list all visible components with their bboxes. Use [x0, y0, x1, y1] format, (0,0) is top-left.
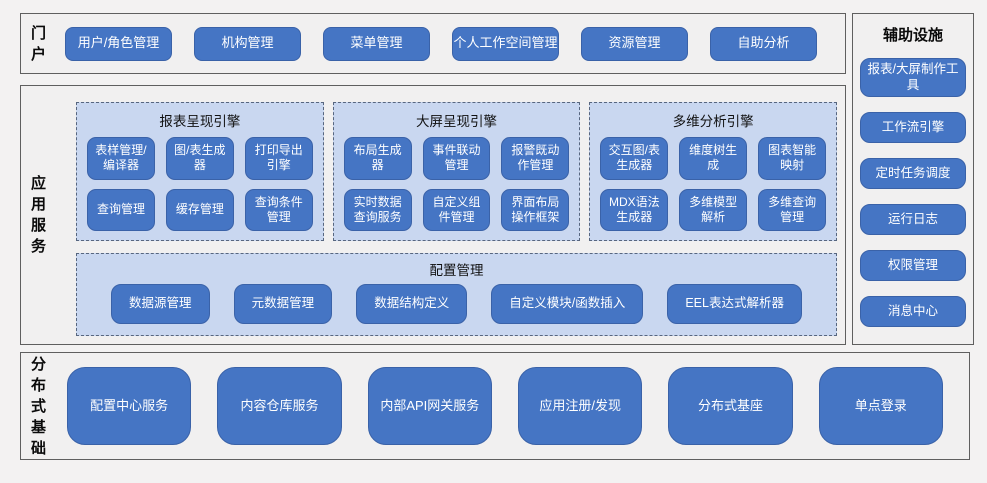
config-button-row: 数据源管理元数据管理数据结构定义自定义模块/函数插入 EEL表达式解析器	[111, 284, 802, 324]
portal-module-button[interactable]: 用户/角色管理	[65, 26, 172, 61]
config-module-button[interactable]: 数据源管理	[111, 284, 210, 324]
engine-row: 查询管理缓存管理查询条件管理	[87, 188, 313, 231]
config-module-button[interactable]: 数据结构定义	[356, 284, 468, 324]
engine-module-button[interactable]: 缓存管理	[165, 188, 234, 231]
portal-module-button[interactable]: 资源管理	[581, 26, 688, 61]
engine-module-button[interactable]: 界面布局操作框架	[501, 188, 570, 231]
app-services-content: 报表呈现引擎 表样管理/编译器图/表生成器打印导出引擎 查询管理缓存管理查询条件…	[76, 102, 838, 336]
engine-box-bigscreen: 大屏呈现引擎 布局生成器事件联动管理报警既动作管理 实时数据查询服务自定义组件管…	[332, 102, 581, 241]
engine-group-row: 报表呈现引擎 表样管理/编译器图/表生成器打印导出引擎 查询管理缓存管理查询条件…	[76, 102, 838, 241]
auxiliary-module-button[interactable]: 报表/大屏制作工具	[860, 58, 966, 98]
auxiliary-module-button[interactable]: 权限管理	[860, 250, 966, 282]
config-management-title: 配置管理	[429, 263, 484, 278]
config-module-button[interactable]: 元数据管理	[233, 284, 333, 324]
engine-row: 实时数据查询服务自定义组件管理界面布局操作框架	[343, 188, 570, 231]
engine-title: 大屏呈现引擎	[416, 114, 497, 129]
portal-module-button[interactable]: 机构管理	[194, 26, 301, 61]
engine-module-button[interactable]: 多维查询管理	[758, 188, 827, 231]
engine-module-button[interactable]: MDX语法生成器	[600, 188, 669, 231]
distributed-button-row: 配置中心服务内容仓库服务内部API网关服务应用注册/发现分布式基座单点登录	[49, 367, 969, 445]
engine-module-button[interactable]: 查询条件管理	[244, 188, 313, 231]
distributed-base-section-label: 分布式基础	[31, 355, 47, 457]
portal-module-button[interactable]: 个人工作空间管理	[452, 26, 559, 61]
auxiliary-module-button[interactable]: 定时任务调度	[860, 158, 966, 190]
engine-module-button[interactable]: 表样管理/编译器	[87, 137, 155, 180]
engine-module-button[interactable]: 布局生成器	[343, 137, 412, 180]
engine-box-report: 报表呈现引擎 表样管理/编译器图/表生成器打印导出引擎 查询管理缓存管理查询条件…	[76, 102, 324, 241]
engine-module-button[interactable]: 多维模型解析	[679, 188, 748, 231]
auxiliary-module-button[interactable]: 工作流引擎	[860, 112, 966, 144]
distributed-module-button[interactable]: 应用注册/发现	[517, 367, 643, 445]
engine-row: 表样管理/编译器图/表生成器打印导出引擎	[87, 137, 313, 180]
engine-title: 多维分析引擎	[672, 114, 754, 129]
engine-module-button[interactable]: 维度树生成	[679, 137, 748, 180]
portal-module-button[interactable]: 自助分析	[710, 26, 817, 61]
auxiliary-button-column: 报表/大屏制作工具工作流引擎定时任务调度运行日志权限管理消息中心	[853, 58, 973, 328]
auxiliary-section-label: 辅助设施	[882, 27, 943, 44]
distributed-module-button[interactable]: 内容仓库服务	[217, 367, 342, 445]
engine-rows: 表样管理/编译器图/表生成器打印导出引擎 查询管理缓存管理查询条件管理	[87, 137, 313, 231]
config-module-button[interactable]: EEL表达式解析器	[667, 284, 802, 324]
engine-box-olap: 多维分析引擎 交互图/表生成器维度树生成图表智能映射 MDX语法生成器多维模型解…	[589, 102, 838, 241]
engine-module-button[interactable]: 报警既动作管理	[501, 137, 570, 180]
engine-rows: 布局生成器事件联动管理报警既动作管理 实时数据查询服务自定义组件管理界面布局操作…	[343, 137, 570, 231]
config-management-box: 配置管理 数据源管理元数据管理数据结构定义自定义模块/函数插入 EEL表达式解析器	[76, 253, 837, 336]
portal-section-label: 门户	[31, 24, 47, 63]
engine-row: 布局生成器事件联动管理报警既动作管理	[343, 137, 570, 180]
auxiliary-module-button[interactable]: 运行日志	[860, 204, 966, 236]
distributed-base-panel: 分布式基础 配置中心服务内容仓库服务内部API网关服务应用注册/发现分布式基座单…	[20, 352, 970, 460]
auxiliary-panel: 辅助设施 报表/大屏制作工具工作流引擎定时任务调度运行日志权限管理消息中心	[852, 13, 974, 345]
engine-module-button[interactable]: 自定义组件管理	[422, 188, 491, 231]
distributed-module-button[interactable]: 配置中心服务	[67, 367, 192, 445]
auxiliary-module-button[interactable]: 消息中心	[860, 296, 966, 328]
engine-rows: 交互图/表生成器维度树生成图表智能映射 MDX语法生成器多维模型解析多维查询管理	[600, 137, 827, 231]
distributed-module-button[interactable]: 单点登录	[818, 367, 943, 445]
engine-module-button[interactable]: 图表智能映射	[758, 137, 827, 180]
engine-row: MDX语法生成器多维模型解析多维查询管理	[600, 188, 827, 231]
config-module-button[interactable]: 自定义模块/函数插入	[491, 284, 644, 324]
app-services-section-label: 应用服务	[31, 175, 47, 255]
distributed-module-button[interactable]: 内部API网关服务	[367, 367, 492, 445]
engine-module-button[interactable]: 图/表生成器	[165, 137, 234, 180]
engine-title: 报表呈现引擎	[159, 114, 241, 129]
portal-button-row: 用户/角色管理机构管理菜单管理个人工作空间管理资源管理自助分析	[51, 26, 845, 61]
distributed-module-button[interactable]: 分布式基座	[668, 367, 793, 445]
app-services-panel: 应用服务 报表呈现引擎 表样管理/编译器图/表生成器打印导出引擎 查询管理缓存管…	[20, 85, 846, 345]
engine-module-button[interactable]: 打印导出引擎	[244, 137, 313, 180]
engine-module-button[interactable]: 事件联动管理	[422, 137, 491, 180]
engine-module-button[interactable]: 实时数据查询服务	[343, 188, 412, 231]
portal-panel: 门户 用户/角色管理机构管理菜单管理个人工作空间管理资源管理自助分析	[20, 13, 846, 74]
engine-module-button[interactable]: 查询管理	[87, 188, 155, 231]
engine-row: 交互图/表生成器维度树生成图表智能映射	[600, 137, 827, 180]
engine-module-button[interactable]: 交互图/表生成器	[600, 137, 669, 180]
portal-module-button[interactable]: 菜单管理	[323, 26, 430, 61]
